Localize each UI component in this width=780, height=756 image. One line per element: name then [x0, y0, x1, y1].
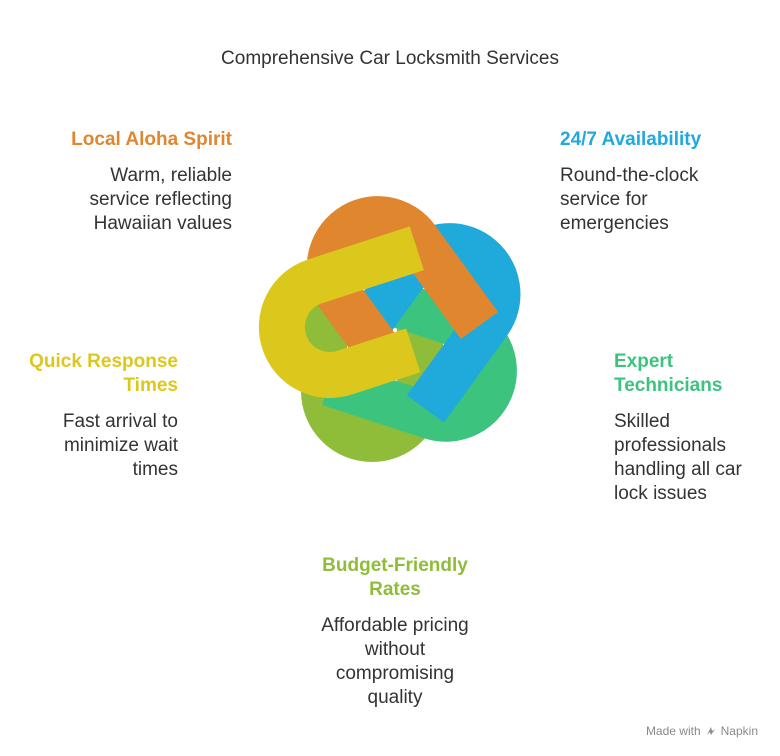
napkin-logo-icon — [706, 727, 715, 735]
item-description: Affordable pricing without compromising … — [321, 615, 469, 708]
item-heading: 24/7 Availability — [560, 129, 702, 150]
item-description: Skilled professionals handling all car l… — [614, 411, 742, 504]
item-heading: Expert Technicians — [614, 351, 723, 396]
item-description: Round-the-clock service for emergencies — [560, 165, 699, 234]
footer-prefix: Made with — [645, 724, 701, 738]
footer-attribution[interactable]: Made with Napkin — [646, 724, 758, 738]
item-description: Fast arrival to minimize wait times — [62, 411, 178, 480]
item-heading: Local Aloha Spirit — [71, 129, 232, 150]
item-local-aloha-spirit: Local Aloha Spirit Warm, reliable servic… — [71, 128, 232, 236]
diagram-title: Comprehensive Car Locksmith Services — [221, 48, 559, 69]
item-heading: Budget-Friendly Rates — [322, 555, 468, 600]
item-heading: Quick Response Times — [29, 351, 178, 396]
item-budget-friendly-rates: Budget-Friendly Rates Affordable pricing… — [295, 554, 495, 710]
item-24-7-availability: 24/7 Availability Round-the-clock servic… — [560, 128, 701, 236]
item-quick-response-times: Quick Response Times Fast arrival to min… — [29, 350, 178, 482]
item-expert-technicians: Expert Technicians Skilled professionals… — [614, 350, 742, 506]
item-description: Warm, reliable service reflecting Hawaii… — [89, 165, 232, 234]
footer-brand: Napkin — [720, 724, 758, 738]
